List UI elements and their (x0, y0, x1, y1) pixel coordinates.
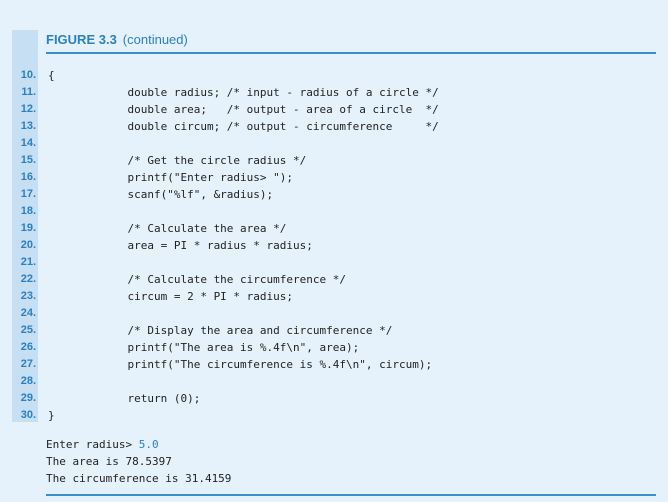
code-line: 16. printf("Enter radius> "); (12, 169, 656, 186)
line-number: 12. (20, 103, 36, 115)
line-number: 26. (20, 341, 36, 353)
code-line: 19. /* Calculate the area */ (12, 220, 656, 237)
code-text: printf("The circumference is %.4f\n", ci… (48, 358, 433, 371)
code-text: area = PI * radius * radius; (48, 239, 313, 252)
code-line: 11. double radius; /* input - radius of … (12, 84, 656, 101)
figure-caption: FIGURE 3.3 (continued) (46, 32, 188, 47)
code-text: /* Display the area and circumference */ (48, 324, 393, 337)
line-number: 22. (20, 273, 36, 285)
code-line: 10. { (12, 67, 656, 84)
figure-header: FIGURE 3.3 (continued) (46, 30, 656, 54)
code-line: 15. /* Get the circle radius */ (12, 152, 656, 169)
program-output: Enter radius> 5.0 The area is 78.5397 Th… (46, 436, 656, 496)
code-text: /* Calculate the circumference */ (48, 273, 347, 286)
code-line: 26. printf("The area is %.4f\n", area); (12, 339, 656, 356)
code-text: return (0); (48, 392, 201, 405)
line-number: 25. (20, 324, 36, 336)
line-number: 21. (20, 256, 36, 268)
figure-number: FIGURE 3.3 (46, 32, 117, 47)
line-number: 17. (20, 188, 36, 200)
line-number: 11. (21, 86, 36, 98)
line-number: 10. (20, 69, 36, 81)
line-number: 20. (20, 239, 36, 251)
code-line: 28. (12, 373, 656, 390)
code-line: 29. return (0); (12, 390, 656, 407)
code-line: 12. double area; /* output - area of a c… (12, 101, 656, 118)
code-line: 13. double circum; /* output - circumfer… (12, 118, 656, 135)
code-line: 30.} (12, 407, 656, 424)
code-text: { (48, 69, 55, 82)
code-line: 25. /* Display the area and circumferenc… (12, 322, 656, 339)
line-number: 27. (20, 358, 36, 370)
code-listing: 10. {11. double radius; /* input - radius… (12, 67, 656, 424)
code-text: printf("Enter radius> "); (48, 171, 294, 184)
code-text: double circum; /* output - circumference… (48, 120, 439, 133)
code-line: 17. scanf("%lf", &radius); (12, 186, 656, 203)
code-text: /* Get the circle radius */ (48, 154, 307, 167)
figure-continued-note: (continued) (122, 32, 188, 47)
output-line-circumference: The circumference is 31.4159 (46, 472, 232, 485)
code-line: 27. printf("The circumference is %.4f\n"… (12, 356, 656, 373)
line-number: 14. (20, 137, 36, 149)
code-line: 23. circum = 2 * PI * radius; (12, 288, 656, 305)
code-text: double area; /* output - area of a circl… (48, 103, 439, 116)
code-text: /* Calculate the area */ (48, 222, 287, 235)
line-number: 30. (20, 409, 36, 421)
line-number: 19. (20, 222, 36, 234)
line-number: 28. (20, 375, 36, 387)
code-line: 18. (12, 203, 656, 220)
line-number: 29. (20, 392, 36, 404)
code-text: double radius; /* input - radius of a ci… (48, 86, 439, 99)
line-number: 18. (20, 205, 36, 217)
line-number: 13. (20, 120, 36, 132)
code-figure: FIGURE 3.3 (continued) 10. {11. double rad… (12, 30, 656, 496)
line-number: 15. (20, 154, 36, 166)
code-text: scanf("%lf", &radius); (48, 188, 274, 201)
code-line: 14. (12, 135, 656, 152)
line-number: 16. (20, 171, 36, 183)
code-text: } (48, 409, 55, 422)
output-line-prompt: Enter radius> 5.0 (46, 436, 656, 453)
output-line-area: The area is 78.5397 (46, 455, 172, 468)
line-number: 24. (20, 307, 36, 319)
line-number: 23. (20, 290, 36, 302)
code-text: circum = 2 * PI * radius; (48, 290, 294, 303)
output-prompt-text: Enter radius> (46, 438, 139, 451)
line-number-gutter (12, 30, 38, 422)
output-user-input: 5.0 (138, 438, 159, 451)
code-text: printf("The area is %.4f\n", area); (48, 341, 360, 354)
code-line: 22. /* Calculate the circumference */ (12, 271, 656, 288)
code-line: 20. area = PI * radius * radius; (12, 237, 656, 254)
code-line: 24. (12, 305, 656, 322)
code-line: 21. (12, 254, 656, 271)
